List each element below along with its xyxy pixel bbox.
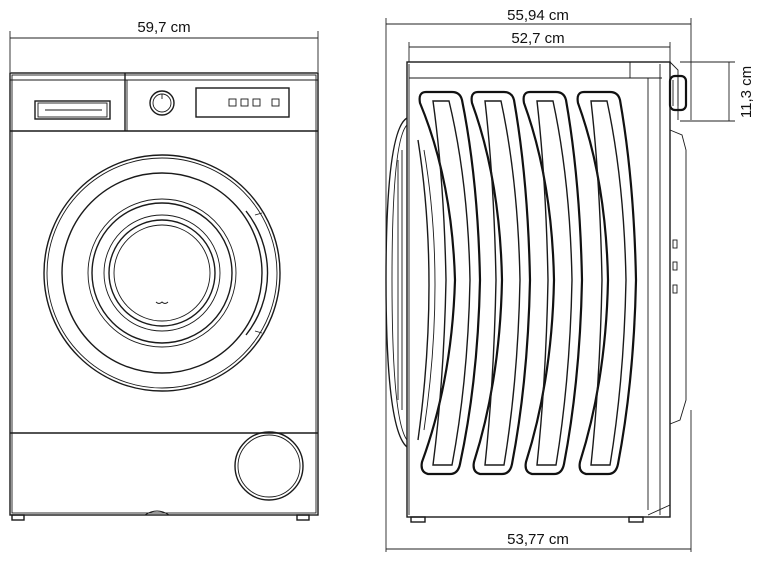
front-width-dimension: 59,7 cm <box>9 19 319 72</box>
side-body-dimension: 52,7 cm <box>408 30 671 62</box>
detergent-drawer <box>34 100 111 120</box>
front-view: 59,7 cm <box>9 19 319 521</box>
side-total-label: 55,94 cm <box>507 7 569 24</box>
side-foot-rear <box>628 516 644 523</box>
display-panel <box>195 87 290 118</box>
side-base-label: 53,77 cm <box>507 531 569 548</box>
door-protrusion-dimension: 11,3 cm <box>680 61 755 122</box>
program-knob <box>149 90 175 116</box>
side-foot-front <box>410 516 426 523</box>
front-body <box>9 72 319 516</box>
front-foot-right <box>296 514 310 521</box>
side-view: 55,94 cm 52,7 cm 11,3 cm 53,77 cm <box>385 7 755 552</box>
side-total-dimension: 55,94 cm <box>385 7 692 552</box>
door-protrusion-label: 11,3 cm <box>738 66 755 118</box>
side-base-dimension: 53,77 cm <box>386 410 692 552</box>
side-body <box>406 61 671 518</box>
side-door-bulge <box>385 117 408 448</box>
side-body-label: 52,7 cm <box>511 30 564 47</box>
side-knob <box>668 74 688 112</box>
door <box>43 154 281 392</box>
filter-cover <box>234 431 304 501</box>
front-foot-left <box>11 514 25 521</box>
side-ribs <box>417 90 638 476</box>
front-width-label: 59,7 cm <box>137 19 190 36</box>
